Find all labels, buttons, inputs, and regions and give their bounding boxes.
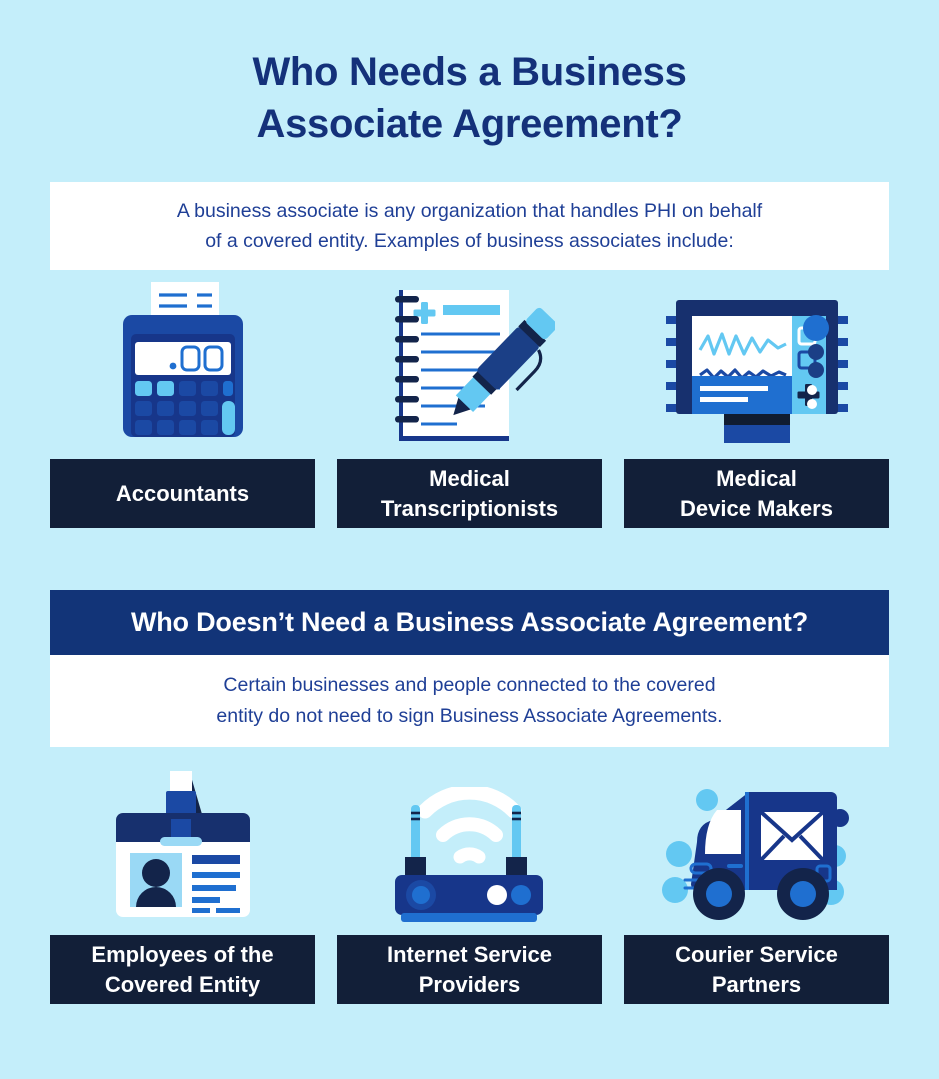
label-medical-transcriptionists[interactable]: Medical Transcriptionists bbox=[337, 459, 602, 528]
section-two-sub-line-2: entity do not need to sign Business Asso… bbox=[216, 705, 723, 727]
label-courier-service-partners[interactable]: Courier Service Partners bbox=[624, 935, 889, 1004]
icon-cell-device-makers bbox=[624, 282, 889, 447]
label-isp-line-2: Providers bbox=[418, 971, 521, 997]
id-badge-icon bbox=[115, 771, 250, 917]
label-internet-service-providers[interactable]: Internet Service Providers bbox=[337, 935, 602, 1004]
label-employees-line-2: Covered Entity bbox=[104, 971, 261, 997]
delivery-truck-icon bbox=[661, 789, 849, 920]
section-two-label-row: Employees of the Covered Entity Internet… bbox=[50, 935, 889, 1004]
page-title-line-2: Associate Agreement? bbox=[256, 102, 683, 146]
intro-text: A business associate is any organization… bbox=[177, 196, 762, 256]
label-medical-device-makers-line-1: Medical bbox=[716, 465, 797, 491]
label-medical-device-makers-line-2: Device Makers bbox=[680, 495, 833, 521]
intro-line-2: of a covered entity. Examples of busines… bbox=[205, 230, 734, 252]
label-medical-transcriptionists-line-2: Transcriptionists bbox=[380, 495, 559, 521]
section-two-header-text: Who Doesn’t Need a Business Associate Ag… bbox=[130, 607, 809, 637]
calculator-icon bbox=[122, 282, 243, 437]
icon-cell-employees bbox=[50, 762, 315, 927]
page-title: Who Needs a Business Associate Agreement… bbox=[0, 46, 939, 150]
icon-cell-accountants bbox=[50, 282, 315, 447]
section-two-icon-row bbox=[50, 762, 889, 927]
intro-panel: A business associate is any organization… bbox=[50, 182, 889, 270]
section-two-sub-line-1: Certain businesses and people connected … bbox=[223, 674, 716, 696]
icon-cell-courier bbox=[624, 762, 889, 927]
label-accountants-line-1: Accountants bbox=[115, 480, 250, 506]
section-two-sub-text: Certain businesses and people connected … bbox=[216, 670, 722, 732]
label-isp-line-1: Internet Service bbox=[386, 941, 553, 967]
wifi-router-icon bbox=[395, 787, 543, 922]
intro-line-1: A business associate is any organization… bbox=[176, 200, 763, 222]
label-employees-covered-entity[interactable]: Employees of the Covered Entity bbox=[50, 935, 315, 1004]
label-medical-device-makers[interactable]: Medical Device Makers bbox=[624, 459, 889, 528]
section-two-subpanel: Certain businesses and people connected … bbox=[50, 655, 889, 747]
label-courier-line-1: Courier Service bbox=[675, 941, 838, 967]
page-title-line-1: Who Needs a Business bbox=[252, 50, 687, 94]
section-one-label-row: Accountants Medical Transcriptionists Me… bbox=[50, 459, 889, 528]
section-one-icon-row bbox=[50, 282, 889, 447]
notepad-pen-icon bbox=[394, 290, 555, 441]
section-two-header: Who Doesn’t Need a Business Associate Ag… bbox=[50, 590, 889, 655]
icon-cell-isp bbox=[337, 762, 602, 927]
label-medical-transcriptionists-line-1: Medical bbox=[429, 465, 510, 491]
label-accountants[interactable]: Accountants bbox=[50, 459, 315, 528]
icon-cell-transcriptionists bbox=[337, 282, 602, 447]
label-courier-line-2: Partners bbox=[711, 971, 802, 997]
label-employees-line-1: Employees of the bbox=[91, 941, 274, 967]
medical-monitor-icon bbox=[665, 300, 848, 443]
